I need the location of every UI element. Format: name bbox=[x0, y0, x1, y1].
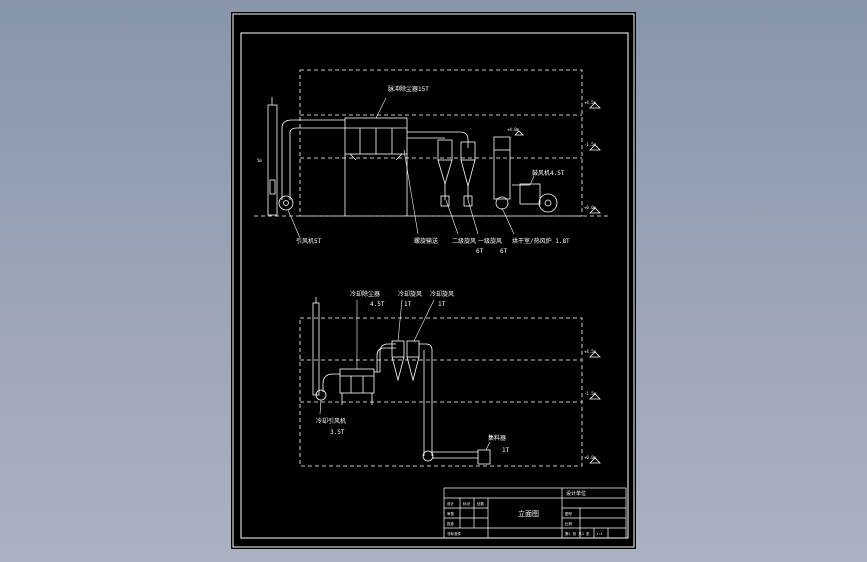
lower-level-2: -1.5m bbox=[584, 391, 597, 396]
label-induced-fan: 引风机5T bbox=[296, 237, 322, 245]
label-cooling-cyclone-b-weight: 1T bbox=[438, 301, 446, 308]
label-cooling-cyclone-a: 冷却旋风 bbox=[398, 290, 422, 298]
tb-cell-1: 设计 bbox=[447, 501, 455, 506]
tb-footer: 非标准件 bbox=[447, 531, 461, 536]
label-cyclone-2-weight: 6T bbox=[476, 248, 484, 255]
tb-cell-4: 标记 bbox=[463, 501, 471, 506]
label-cyclone-1-weight: 6T bbox=[500, 248, 508, 255]
dryer-tower-symbol bbox=[493, 136, 530, 210]
label-collector-weight: 1T bbox=[502, 447, 510, 454]
outer-frame bbox=[232, 13, 635, 548]
label-chimney-height: 5m bbox=[257, 158, 262, 163]
lower-leaders bbox=[319, 299, 491, 451]
label-cooling-fan-weight: 3.5T bbox=[330, 429, 345, 436]
label-cooling-duster-weight: 4.5T bbox=[370, 301, 385, 308]
tb-sheet: 第1 张 共1 张 bbox=[565, 531, 590, 536]
label-cyclone-2: 二级旋风 bbox=[452, 237, 476, 245]
label-cooling-fan: 冷却引风机 bbox=[316, 417, 346, 425]
lower-labels: 冷却除尘器 4.5T 冷却旋风 1T 冷却旋风 1T 冷却引风机 3.5T 集料… bbox=[316, 290, 597, 460]
lower-building-outline bbox=[299, 317, 583, 467]
title-block bbox=[443, 487, 627, 539]
upper-building-outline bbox=[254, 69, 610, 217]
lower-level-3: +0.0m bbox=[584, 455, 597, 460]
collector-symbol bbox=[477, 449, 491, 465]
tb-cell-5: 处数 bbox=[477, 501, 485, 506]
upper-leaders bbox=[287, 97, 535, 239]
lower-elevation-view bbox=[299, 297, 601, 467]
tb-meta-1: 图号 bbox=[565, 511, 573, 516]
label-pulse-duster: 脉冲除尘器15T bbox=[388, 85, 429, 93]
lower-conveyor-duct bbox=[419, 343, 433, 456]
tb-cell-2: 审核 bbox=[447, 511, 455, 516]
cyclone-2-symbol bbox=[437, 139, 453, 207]
tb-scale: 1:1 bbox=[596, 532, 602, 536]
upper-level-3: +0.0m bbox=[584, 205, 597, 210]
label-collector: 集料器 bbox=[488, 434, 506, 442]
upper-level-2: -1.5m bbox=[584, 142, 597, 147]
blower-symbol bbox=[519, 183, 558, 213]
upper-chimney bbox=[267, 97, 278, 216]
label-blower: 鼓风机4.5T bbox=[532, 169, 565, 177]
upper-labels: 脉冲除尘器15T 引风机5T 螺旋输送 二级旋风 一级旋风 6T 6T 烘干室/… bbox=[257, 85, 597, 255]
upper-level-1: +4.5m bbox=[584, 100, 597, 105]
lower-level-1: +4.5m bbox=[584, 349, 597, 354]
drawing-title: 立面图 bbox=[518, 509, 539, 518]
label-screw-conveyor: 螺旋输送 bbox=[414, 237, 438, 245]
tb-cell-3: 批准 bbox=[447, 521, 455, 526]
label-cooling-cyclone-b: 冷却旋风 bbox=[430, 290, 454, 298]
upper-main-duct bbox=[281, 119, 345, 200]
lower-cyclone-duct bbox=[374, 343, 396, 373]
induced-fan-symbol bbox=[278, 195, 294, 211]
label-cyclone-1: 一级旋风 bbox=[478, 237, 502, 245]
upper-cyclone-duct bbox=[407, 131, 469, 148]
lower-level-markers bbox=[589, 351, 601, 464]
upper-level-markers bbox=[514, 102, 601, 214]
tb-meta-2: 比例 bbox=[565, 521, 573, 526]
cooling-cyclone-b-symbol bbox=[406, 340, 420, 382]
label-dryer-fan: 烘干室/热风炉 1.8T bbox=[512, 237, 570, 245]
drawing-sheet bbox=[231, 12, 636, 549]
title-block-text: 立面图 设计单位 设计 审核 批准 标记 处数 图号 比例 1:1 第1 张 共… bbox=[447, 490, 602, 536]
label-cooling-duster: 冷却除尘器 bbox=[350, 290, 380, 298]
inner-frame bbox=[240, 32, 629, 539]
cyclone-1-symbol bbox=[460, 141, 476, 207]
label-cooling-cyclone-a-weight: 1T bbox=[404, 301, 412, 308]
upper-elevation-view bbox=[254, 69, 610, 239]
company-name: 设计单位 bbox=[566, 490, 586, 497]
upper-level-4: +4.0m bbox=[507, 127, 520, 132]
